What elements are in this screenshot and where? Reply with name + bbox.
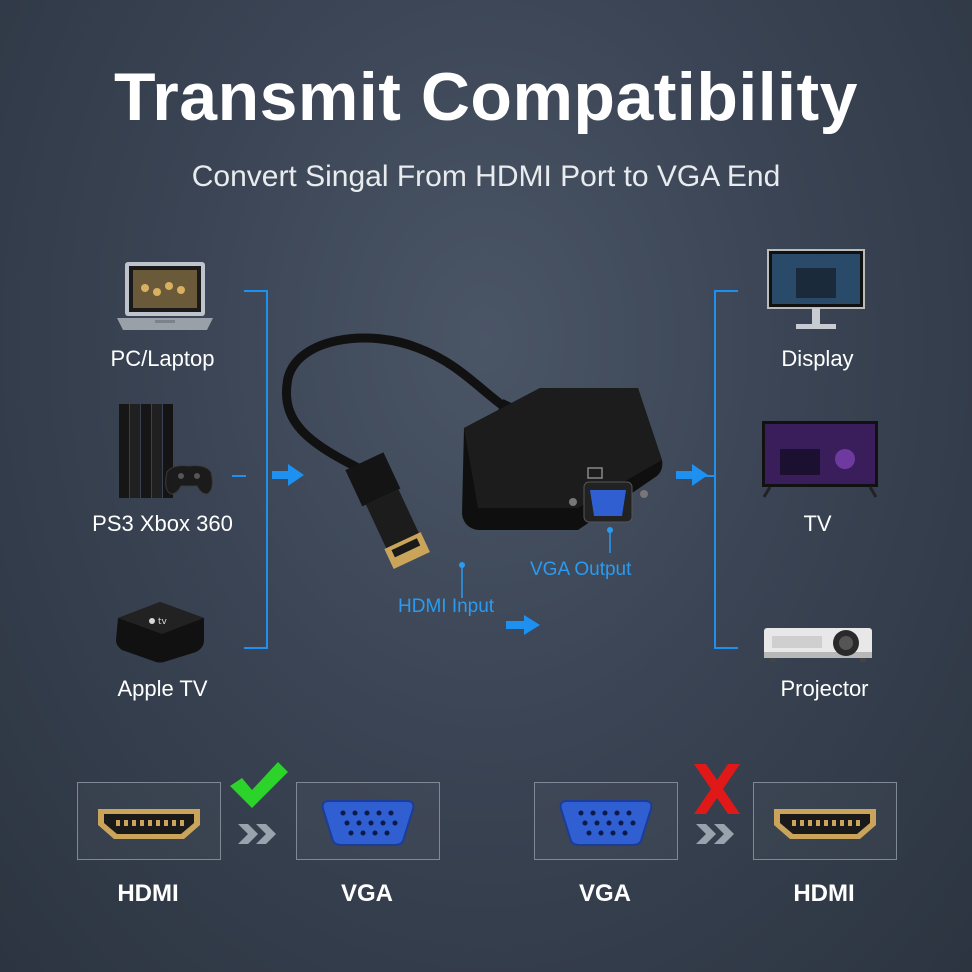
source-label-console: PS3 Xbox 360 (92, 511, 233, 536)
projector-icon (764, 628, 872, 662)
x-icon (694, 764, 740, 814)
unsupported-from-label: VGA (578, 880, 631, 907)
output-label-tv: TV (803, 511, 832, 536)
double-chevron-icon (238, 824, 276, 844)
double-chevron-icon (696, 824, 734, 844)
check-icon (230, 762, 288, 808)
monitor-icon (767, 249, 865, 329)
vga-port-icon (321, 800, 415, 846)
apple-tv-icon: tv (116, 602, 204, 663)
arrow-right-icon (272, 464, 304, 486)
arrow-right-icon (506, 615, 540, 635)
vga-port-icon (559, 800, 653, 846)
source-bracket-tick (232, 475, 246, 477)
vga-port-box-2 (534, 782, 678, 860)
output-label-display: Display (781, 346, 854, 371)
source-label-appletv: Apple TV (117, 676, 208, 701)
output-bracket (714, 290, 738, 649)
output-bracket-tick (702, 475, 716, 477)
hdmi-input-pointer (459, 562, 465, 598)
hdmi-port-icon (98, 809, 200, 839)
svg-text:tv: tv (158, 617, 168, 627)
hdmi-port-box (77, 782, 221, 860)
output-label-projector: Projector (780, 676, 869, 701)
supported-from-label: HDMI (117, 880, 179, 907)
vga-port-box (296, 782, 440, 860)
tv-icon (762, 421, 878, 498)
hdmi-to-vga-adapter-image (282, 333, 663, 569)
hdmi-port-icon (774, 809, 876, 839)
vga-output-label: VGA Output (530, 559, 632, 580)
arrow-right-icon (676, 464, 708, 486)
hdmi-input-label: HDMI Input (398, 596, 495, 617)
laptop-icon (117, 262, 213, 330)
hdmi-port-box-2 (753, 782, 897, 860)
supported-to-label: VGA (340, 880, 393, 907)
unsupported-to-label: HDMI (793, 880, 855, 907)
page-subtitle: Convert Singal From HDMI Port to VGA End (191, 160, 781, 193)
source-label-pc: PC/Laptop (110, 346, 215, 371)
vga-output-pointer (607, 527, 613, 553)
game-console-icon (119, 404, 213, 498)
page-title: Transmit Compatibility (114, 59, 858, 135)
source-bracket (244, 290, 268, 649)
